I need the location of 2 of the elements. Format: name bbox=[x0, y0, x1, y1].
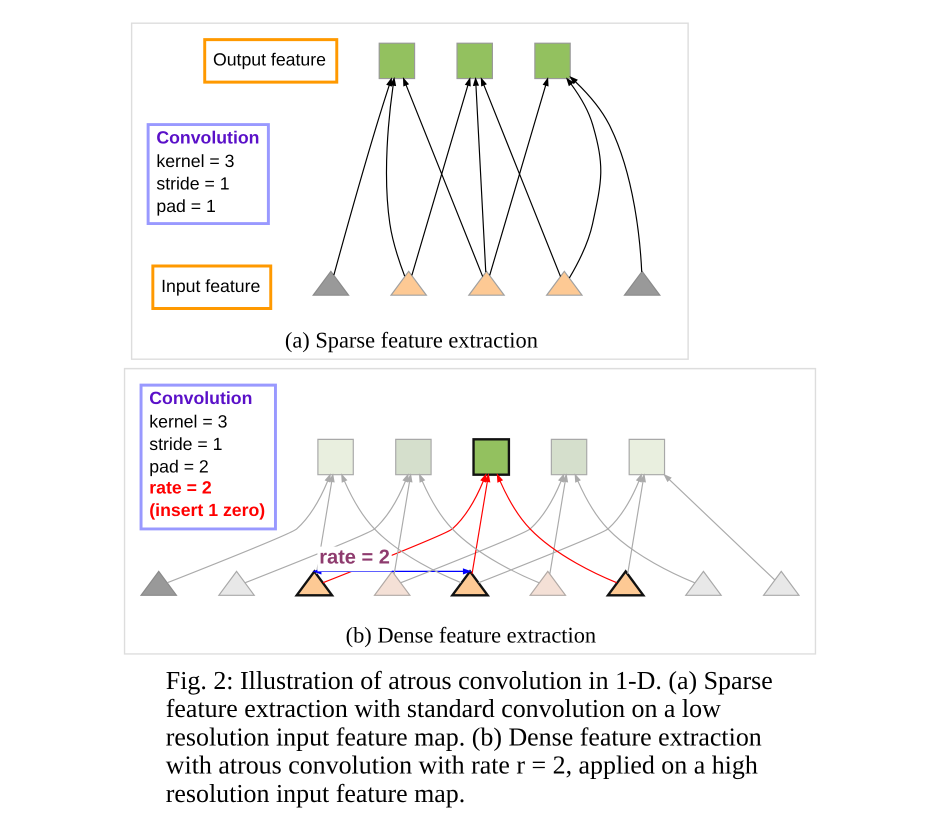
edge-label: rate = 2 bbox=[318, 546, 390, 568]
caption: Fig. 2: Illustration of atrous convolution in 1-D. (a) Sparse feature extraction with standard convolution on a low resolution input feature map. (b) Dense feature extraction with atrous convolution with rate r = 2, applied on a high resolution input feature map. bbox=[165, 665, 772, 808]
